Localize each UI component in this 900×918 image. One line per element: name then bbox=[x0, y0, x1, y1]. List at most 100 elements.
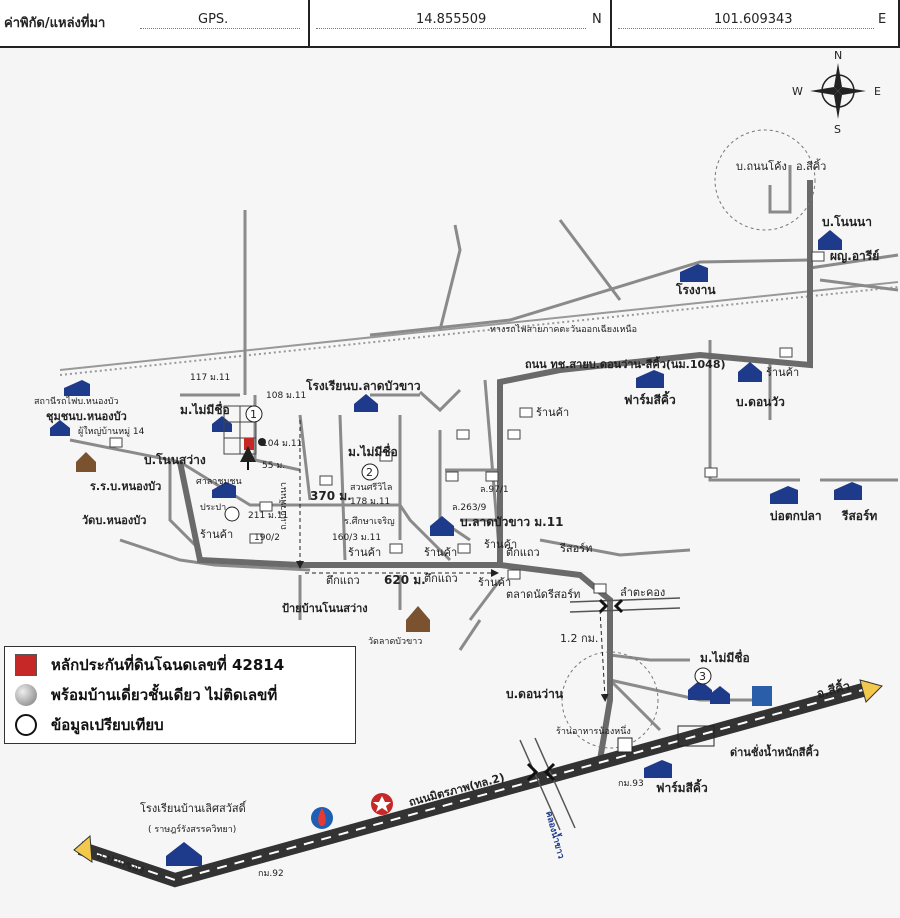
fish-pond-icon bbox=[770, 486, 798, 504]
resort-icon bbox=[834, 482, 862, 500]
label-resort-2: รีสอร์ท bbox=[559, 542, 592, 555]
subject-lot bbox=[223, 405, 266, 470]
label-market: ตลาดนัด bbox=[506, 588, 548, 601]
canal bbox=[519, 597, 681, 831]
label-resort-1: รีสอร์ท bbox=[841, 509, 877, 523]
label-shop-1: ร้านค้า bbox=[536, 406, 569, 419]
label-moo-2: ม.ไม่มีชื่อ bbox=[348, 443, 398, 459]
label-moo-3: ม.ไม่มีชื่อ bbox=[700, 649, 750, 665]
legend-comparison-label: ข้อมูลเปรียบเทียบ bbox=[51, 716, 164, 734]
comparison-circle-1 bbox=[245, 405, 263, 423]
label-shop-2: ร้านค้า bbox=[200, 528, 233, 541]
bridge-icons bbox=[526, 598, 624, 782]
label-headman-arri: ผญ.อารีย์ bbox=[830, 249, 879, 263]
label-h104: 104 ม.11 bbox=[262, 439, 302, 449]
label-h117: 117 ม.11 bbox=[190, 373, 230, 383]
label-sign: ป้ายบ้านโนนสว่าง bbox=[282, 601, 368, 615]
circle-3-label: 3 bbox=[699, 670, 706, 683]
label-moo-1: ม.ไม่มีชื่อ bbox=[180, 401, 230, 417]
label-school-rrb: ร.ร.บ.หนองบัว bbox=[90, 480, 161, 493]
label-km93: กม.93 bbox=[618, 779, 644, 789]
resort-logo-icon bbox=[752, 686, 772, 706]
local-roads bbox=[69, 165, 899, 732]
label-dist-55: 55 ม. bbox=[262, 461, 285, 471]
school-loet-icon bbox=[166, 842, 202, 866]
label-h108: 108 ม.11 bbox=[266, 391, 306, 401]
label-shop-3: ร้านค้า bbox=[348, 546, 381, 559]
factory-icon bbox=[680, 264, 708, 282]
label-shop-5: ร้านค้า bbox=[484, 538, 517, 551]
label-sueksa: ร.ศึกษาเจริญ bbox=[344, 516, 395, 527]
compass-n: N bbox=[834, 49, 842, 62]
label-water: ประปา bbox=[200, 503, 226, 513]
farm-icon bbox=[636, 370, 664, 388]
water-tower-icon bbox=[224, 506, 240, 522]
shop-markers bbox=[109, 251, 825, 594]
legend-item-comparison: ข้อมูลเปรียบเทียบ bbox=[15, 711, 164, 739]
label-wat-lbk: วัดลาดบัวขาว bbox=[368, 637, 422, 647]
weigh-station-icon bbox=[677, 725, 715, 747]
label-school-loet: โรงเรียนบ้านเลิศสวัสดิ์ bbox=[140, 800, 247, 815]
house-icon bbox=[50, 420, 70, 436]
label-h160: 160/3 ม.11 bbox=[332, 533, 381, 543]
label-shophouse-2: ตึกแถว bbox=[424, 572, 458, 585]
label-thanon-khong: บ.ถนนโค้ง bbox=[736, 159, 787, 173]
latitude-dir: N bbox=[592, 12, 602, 27]
legend-house-label: พร้อมบ้านเดี่ยวชั้นเดียว ไม่ติดเลขที่ bbox=[51, 686, 278, 704]
map-legend: หลักประกันที่ดินโฉนดเลขที่ 42814 พร้อมบ้… bbox=[4, 646, 356, 744]
label-shophouse-1: ตึกแถว bbox=[326, 574, 360, 587]
label-h263: ล.263/9 bbox=[452, 503, 487, 513]
label-fish-pond: บ่อตกปลา bbox=[770, 509, 822, 523]
comparison-circle-3 bbox=[694, 667, 712, 685]
house-icon bbox=[212, 416, 232, 432]
label-don-wua: บ.ดอนวัว bbox=[736, 395, 785, 409]
label-station: สถานีรถไฟบ.หนองบัว bbox=[34, 396, 119, 407]
railway-line bbox=[59, 281, 899, 376]
mittraphap-highway bbox=[73, 679, 883, 888]
label-shop-4: ร้านค้า bbox=[424, 546, 457, 559]
label-km92: กม.92 bbox=[258, 869, 284, 879]
label-sala: ศาลาชุมชน bbox=[196, 477, 242, 487]
main-roads bbox=[177, 180, 813, 761]
label-h97: ล.97/1 bbox=[480, 485, 509, 495]
circle-1-label: 1 bbox=[250, 408, 257, 421]
label-farm-top: ฟาร์มสีคิ้ว bbox=[624, 390, 676, 407]
distance-lines bbox=[296, 420, 609, 702]
temple-icons bbox=[76, 452, 430, 632]
label-school-lbk: โรงเรียนบ.ลาดบัวขาว bbox=[305, 378, 421, 393]
label-road-name: ถ.แก้วพันนา bbox=[278, 482, 289, 530]
house-icons bbox=[50, 230, 842, 704]
label-shop-6: ร้านค้า bbox=[478, 576, 511, 589]
comparison-circle-2 bbox=[361, 463, 379, 481]
legend-item-subject: หลักประกันที่ดินโฉนดเลขที่ 42814 bbox=[15, 651, 284, 679]
longitude-cell: 101.609343 E bbox=[610, 0, 900, 46]
label-highway-1048: ถนน ทช.สายบ.ดอนว่าน-สีคิ้ว(นม.1048) bbox=[525, 356, 726, 371]
farm-icons bbox=[64, 264, 862, 778]
label-shophouse-3: ตึกแถว bbox=[506, 546, 540, 559]
label-non-na: บ.โนนนา bbox=[822, 214, 872, 229]
house-icon bbox=[738, 362, 762, 382]
longitude-dir: E bbox=[878, 12, 887, 27]
longitude-value: 101.609343 bbox=[714, 12, 793, 27]
subject-marker-icon bbox=[15, 654, 37, 676]
label-h190: 190/2 bbox=[254, 533, 280, 543]
circle-2-label: 2 bbox=[366, 466, 373, 479]
house-icon bbox=[430, 516, 454, 536]
label-wat-nong-bua: วัดบ.หนองบัว bbox=[82, 514, 146, 527]
label-community: ชุมชนบ.หนองบัว bbox=[46, 410, 127, 424]
latitude-cell: 14.855509 N bbox=[308, 0, 612, 46]
coord-source-cell: ค่าพิกัด/แหล่งที่มา GPS. bbox=[0, 0, 310, 46]
area-thanon-khong bbox=[714, 129, 816, 231]
label-restaurant: ร้านอาหารน้องหนึ่ง bbox=[556, 724, 631, 737]
temple-icon bbox=[406, 606, 430, 632]
label-suan: สวนศรีวิไล bbox=[350, 482, 392, 493]
label-lat-bua-khao: บ.ลาดบัวขาว ม.11 bbox=[460, 515, 563, 529]
label-shop-donwua: ร้านค้า bbox=[766, 366, 799, 379]
station-icon bbox=[64, 380, 90, 396]
compass-icon: N S E W bbox=[792, 49, 881, 136]
label-factory: โรงงาน bbox=[675, 282, 716, 297]
location-map: N S E W bbox=[34, 48, 899, 914]
label-headman-14: ผู้ใหญ่บ้านหมู่ 14 bbox=[78, 426, 145, 437]
restaurant-icon bbox=[617, 737, 633, 753]
label-h211: 211 ม.11 bbox=[248, 511, 288, 521]
